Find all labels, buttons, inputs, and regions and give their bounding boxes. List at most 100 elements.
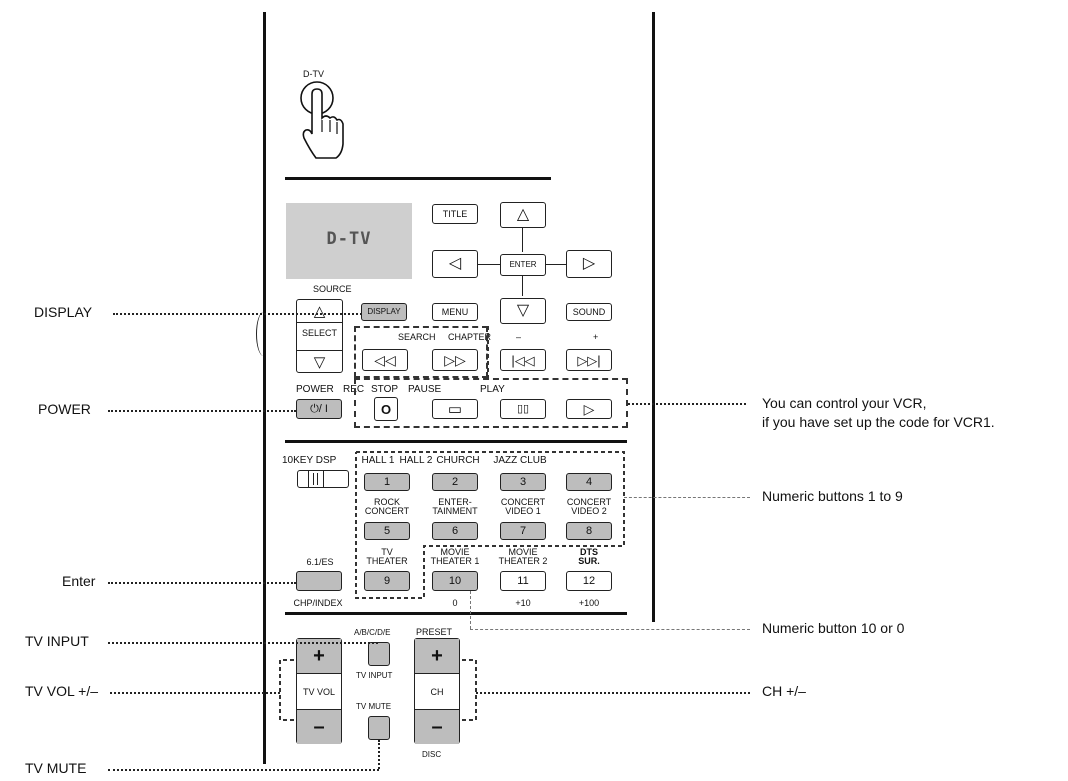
tv-input-label: TV INPUT xyxy=(356,671,393,680)
play-label: PLAY xyxy=(480,384,505,395)
leader-tv-vol xyxy=(110,692,280,694)
tv-vol-minus-button[interactable]: – xyxy=(297,709,341,744)
hall1-label: HALL 1 xyxy=(361,455,395,466)
play-button[interactable]: ▷ xyxy=(566,399,612,419)
divider-bottom xyxy=(285,612,627,615)
movie-theater1-label: MOVIE THEATER 1 xyxy=(430,547,480,567)
tv-theater-label: TV THEATER xyxy=(366,547,408,567)
enter-button[interactable]: ENTER xyxy=(500,254,546,276)
ch-label: CH xyxy=(430,687,444,697)
rock-concert-label: ROCK CONCERT xyxy=(364,497,410,517)
hall2-label: HALL 2 xyxy=(399,455,433,466)
plus10-label: +10 xyxy=(515,598,531,608)
tv-mute-button[interactable] xyxy=(368,716,390,740)
plus100-label: +100 xyxy=(578,598,600,608)
search-rewind-button[interactable]: ◁◁ xyxy=(362,349,408,371)
num-7-button[interactable]: 7 xyxy=(500,522,546,540)
divider-middle xyxy=(285,440,627,443)
cursor-right-button[interactable]: ▷ xyxy=(566,250,612,278)
chapter-minus-label: – xyxy=(516,332,522,342)
pause-label: PAUSE xyxy=(408,384,442,395)
num-3-button[interactable]: 3 xyxy=(500,473,546,491)
ch-plus-button[interactable]: + xyxy=(415,639,459,674)
chapter-label: CHAPTER xyxy=(448,332,492,342)
num-12-button[interactable]: 12 xyxy=(566,571,612,591)
num-8-button[interactable]: 8 xyxy=(566,522,612,540)
title-button[interactable]: TITLE xyxy=(432,204,478,224)
ch-group: + CH – xyxy=(414,638,460,744)
callout-numeric-10-0: Numeric button 10 or 0 xyxy=(762,620,905,636)
source-up-button[interactable]: △ xyxy=(297,300,342,323)
disc-label: DISC xyxy=(422,750,442,759)
finger-press-icon xyxy=(300,81,344,159)
concert-video2-label: CONCERT VIDEO 2 xyxy=(566,497,612,517)
movie-theater2-label: MOVIE THEATER 2 xyxy=(498,547,548,567)
power-button[interactable]: ⏻/ I xyxy=(296,399,342,419)
chp-index-label: CHP/INDEX xyxy=(293,598,343,608)
menu-button[interactable]: MENU xyxy=(432,303,478,321)
es-label: 6.1/ES xyxy=(306,557,334,567)
leader-tv-input xyxy=(108,642,378,644)
select-label: SELECT xyxy=(301,328,337,338)
zero-label: 0 xyxy=(452,598,458,608)
es-button[interactable] xyxy=(296,571,342,591)
num-1-button[interactable]: 1 xyxy=(364,473,410,491)
jazz-club-label: JAZZ CLUB xyxy=(493,455,547,466)
entertainment-label: ENTER- TAINMENT xyxy=(432,497,478,517)
divider-top xyxy=(285,177,551,180)
callout-numeric-1-9: Numeric buttons 1 to 9 xyxy=(762,488,903,504)
num-6-button[interactable]: 6 xyxy=(432,522,478,540)
num-11-button[interactable]: 11 xyxy=(500,571,546,591)
num-5-button[interactable]: 5 xyxy=(364,522,410,540)
cursor-down-button[interactable]: ▽ xyxy=(500,298,546,324)
lcd-text: D-TV xyxy=(326,229,372,249)
leader-tv-mute-v xyxy=(378,740,380,769)
callout-vcr-line1: You can control your VCR, xyxy=(762,395,927,411)
tv-vol-group: + TV VOL – xyxy=(296,638,342,744)
abcde-label: A/B/C/D/E xyxy=(354,628,391,637)
sound-button[interactable]: SOUND xyxy=(566,303,612,321)
leader-power xyxy=(108,410,296,412)
stop-button[interactable]: ▭ xyxy=(432,399,478,419)
church-label: CHURCH xyxy=(436,455,480,466)
preset-label: PRESET xyxy=(416,627,453,637)
num-4-button[interactable]: 4 xyxy=(566,473,612,491)
num-2-button[interactable]: 2 xyxy=(432,473,478,491)
concert-video1-label: CONCERT VIDEO 1 xyxy=(500,497,546,517)
ch-minus-button[interactable]: – xyxy=(415,709,459,744)
tenkey-dsp-switch[interactable] xyxy=(297,470,349,488)
callout-tv-input: TV INPUT xyxy=(25,633,89,649)
callout-power: POWER xyxy=(38,401,91,417)
callout-enter: Enter xyxy=(62,573,96,589)
leader-display xyxy=(113,313,362,315)
lcd-display: D-TV xyxy=(286,203,412,279)
tv-vol-plus-button[interactable]: + xyxy=(297,639,341,674)
switch-label: 10KEY DSP xyxy=(282,455,337,466)
callout-vcr-line2: if you have set up the code for VCR1. xyxy=(762,413,995,430)
display-button[interactable]: DISPLAY xyxy=(361,303,407,321)
chapter-back-button[interactable]: |◁◁ xyxy=(500,349,546,371)
cursor-left-button[interactable]: ◁ xyxy=(432,250,478,278)
num-9-button[interactable]: 9 xyxy=(364,571,410,591)
source-down-button[interactable]: ▽ xyxy=(297,350,342,373)
pause-button[interactable]: ▯▯ xyxy=(500,399,546,419)
callout-vcr: You can control your VCR, if you have se… xyxy=(762,394,995,432)
chapter-forward-button[interactable]: ▷▷| xyxy=(566,349,612,371)
leader-numeric-10-v xyxy=(470,591,471,629)
remote-left-edge xyxy=(263,12,266,764)
num-10-button[interactable]: 10 xyxy=(432,571,478,591)
callout-tv-mute: TV MUTE xyxy=(25,760,87,776)
rec-label: REC xyxy=(343,384,365,395)
stop-label: STOP xyxy=(371,384,399,395)
dtv-label: D-TV xyxy=(303,69,324,79)
cursor-up-button[interactable]: △ xyxy=(500,202,546,228)
tv-mute-label: TV MUTE xyxy=(356,702,392,711)
rec-button[interactable]: O xyxy=(374,397,398,421)
search-label: SEARCH xyxy=(398,332,436,342)
tv-input-button[interactable] xyxy=(368,642,390,666)
leader-numeric-1-9 xyxy=(624,497,750,498)
remote-right-edge xyxy=(652,12,655,622)
search-forward-button[interactable]: ▷▷ xyxy=(432,349,478,371)
